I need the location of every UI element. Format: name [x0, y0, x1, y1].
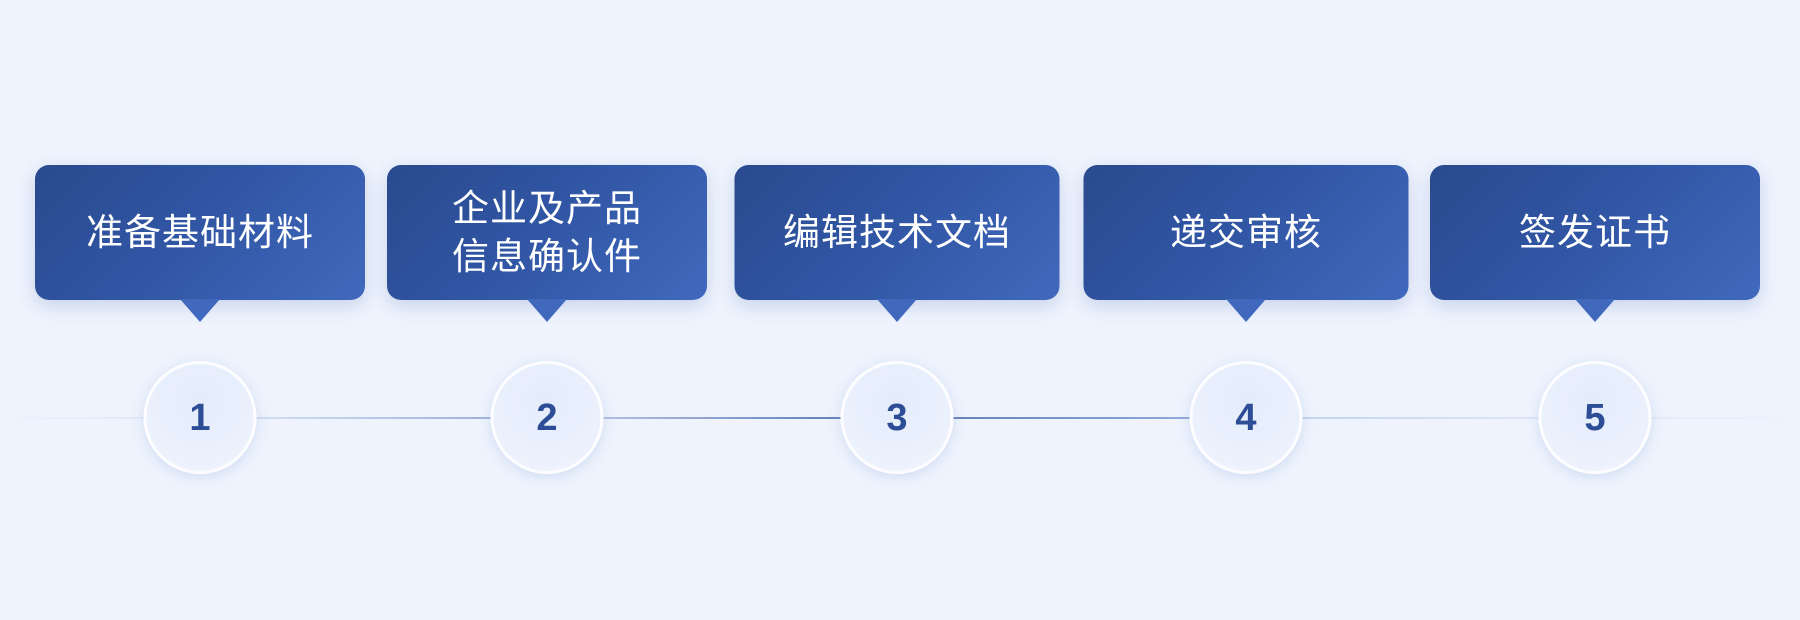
step-card-pointer-icon-4	[1226, 299, 1266, 322]
step-node-1[interactable]: 1	[143, 361, 257, 474]
step-number-5: 5	[1584, 396, 1606, 439]
connector-line-3-to-4	[897, 417, 1246, 419]
step-card-pointer-icon-2	[527, 299, 567, 322]
step-node-5[interactable]: 5	[1538, 361, 1652, 474]
step-card-4[interactable]: 递交审核	[1083, 165, 1409, 300]
step-card-label-3: 编辑技术文档	[783, 211, 1011, 253]
step-card-label-5: 签发证书	[1519, 211, 1671, 253]
step-node-4[interactable]: 4	[1189, 361, 1303, 474]
step-number-3: 3	[886, 396, 908, 439]
step-card-2[interactable]: 企业及产品 信息确认件	[387, 165, 707, 300]
step-card-label-2: 企业及产品 信息确认件	[452, 188, 642, 277]
connector-line-end	[1595, 417, 1800, 419]
step-number-2: 2	[536, 396, 558, 439]
step-card-5[interactable]: 签发证书	[1430, 165, 1760, 300]
step-card-label-1: 准备基础材料	[86, 211, 314, 253]
connector-line-4-to-5	[1246, 417, 1595, 419]
step-card-pointer-icon-3	[877, 299, 917, 322]
step-node-3[interactable]: 3	[840, 361, 954, 474]
step-card-1[interactable]: 准备基础材料	[35, 165, 365, 300]
step-card-3[interactable]: 编辑技术文档	[734, 165, 1060, 300]
step-card-pointer-icon-1	[180, 299, 220, 322]
step-card-label-4: 递交审核	[1170, 211, 1322, 253]
step-number-4: 4	[1235, 396, 1257, 439]
step-node-2[interactable]: 2	[490, 361, 604, 474]
connector-line-start	[0, 417, 200, 419]
connector-line-2-to-3	[547, 417, 897, 419]
step-card-pointer-icon-5	[1575, 299, 1615, 322]
connector-line-1-to-2	[200, 417, 547, 419]
step-number-1: 1	[189, 396, 211, 439]
